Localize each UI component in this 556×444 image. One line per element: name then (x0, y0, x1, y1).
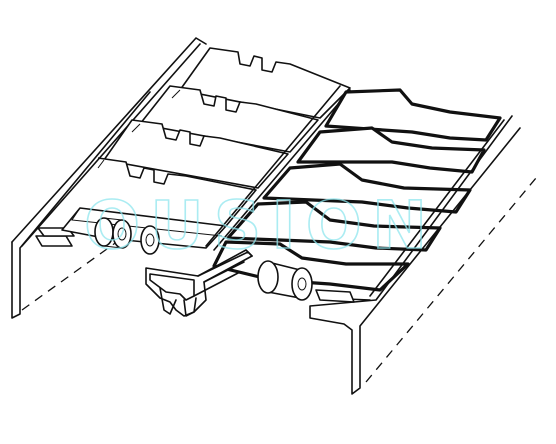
roller-left-2 (140, 225, 160, 255)
left-wear-strip (35, 227, 75, 247)
central-track-profile (145, 249, 253, 317)
left-plate-1 (179, 47, 351, 119)
right-plate-5 (212, 240, 410, 292)
right-chain-plates (212, 88, 502, 292)
centre-divider (205, 85, 351, 251)
left-rollers (94, 217, 160, 255)
right-plate-3 (262, 162, 472, 214)
left-plate-2 (139, 85, 319, 153)
right-plate-4 (226, 200, 442, 252)
left-plate-3 (103, 119, 289, 189)
left-chain-plates (61, 47, 351, 249)
watermark-text: OUSION (84, 187, 437, 264)
right-roller (257, 260, 313, 301)
right-side-frame (309, 115, 537, 395)
